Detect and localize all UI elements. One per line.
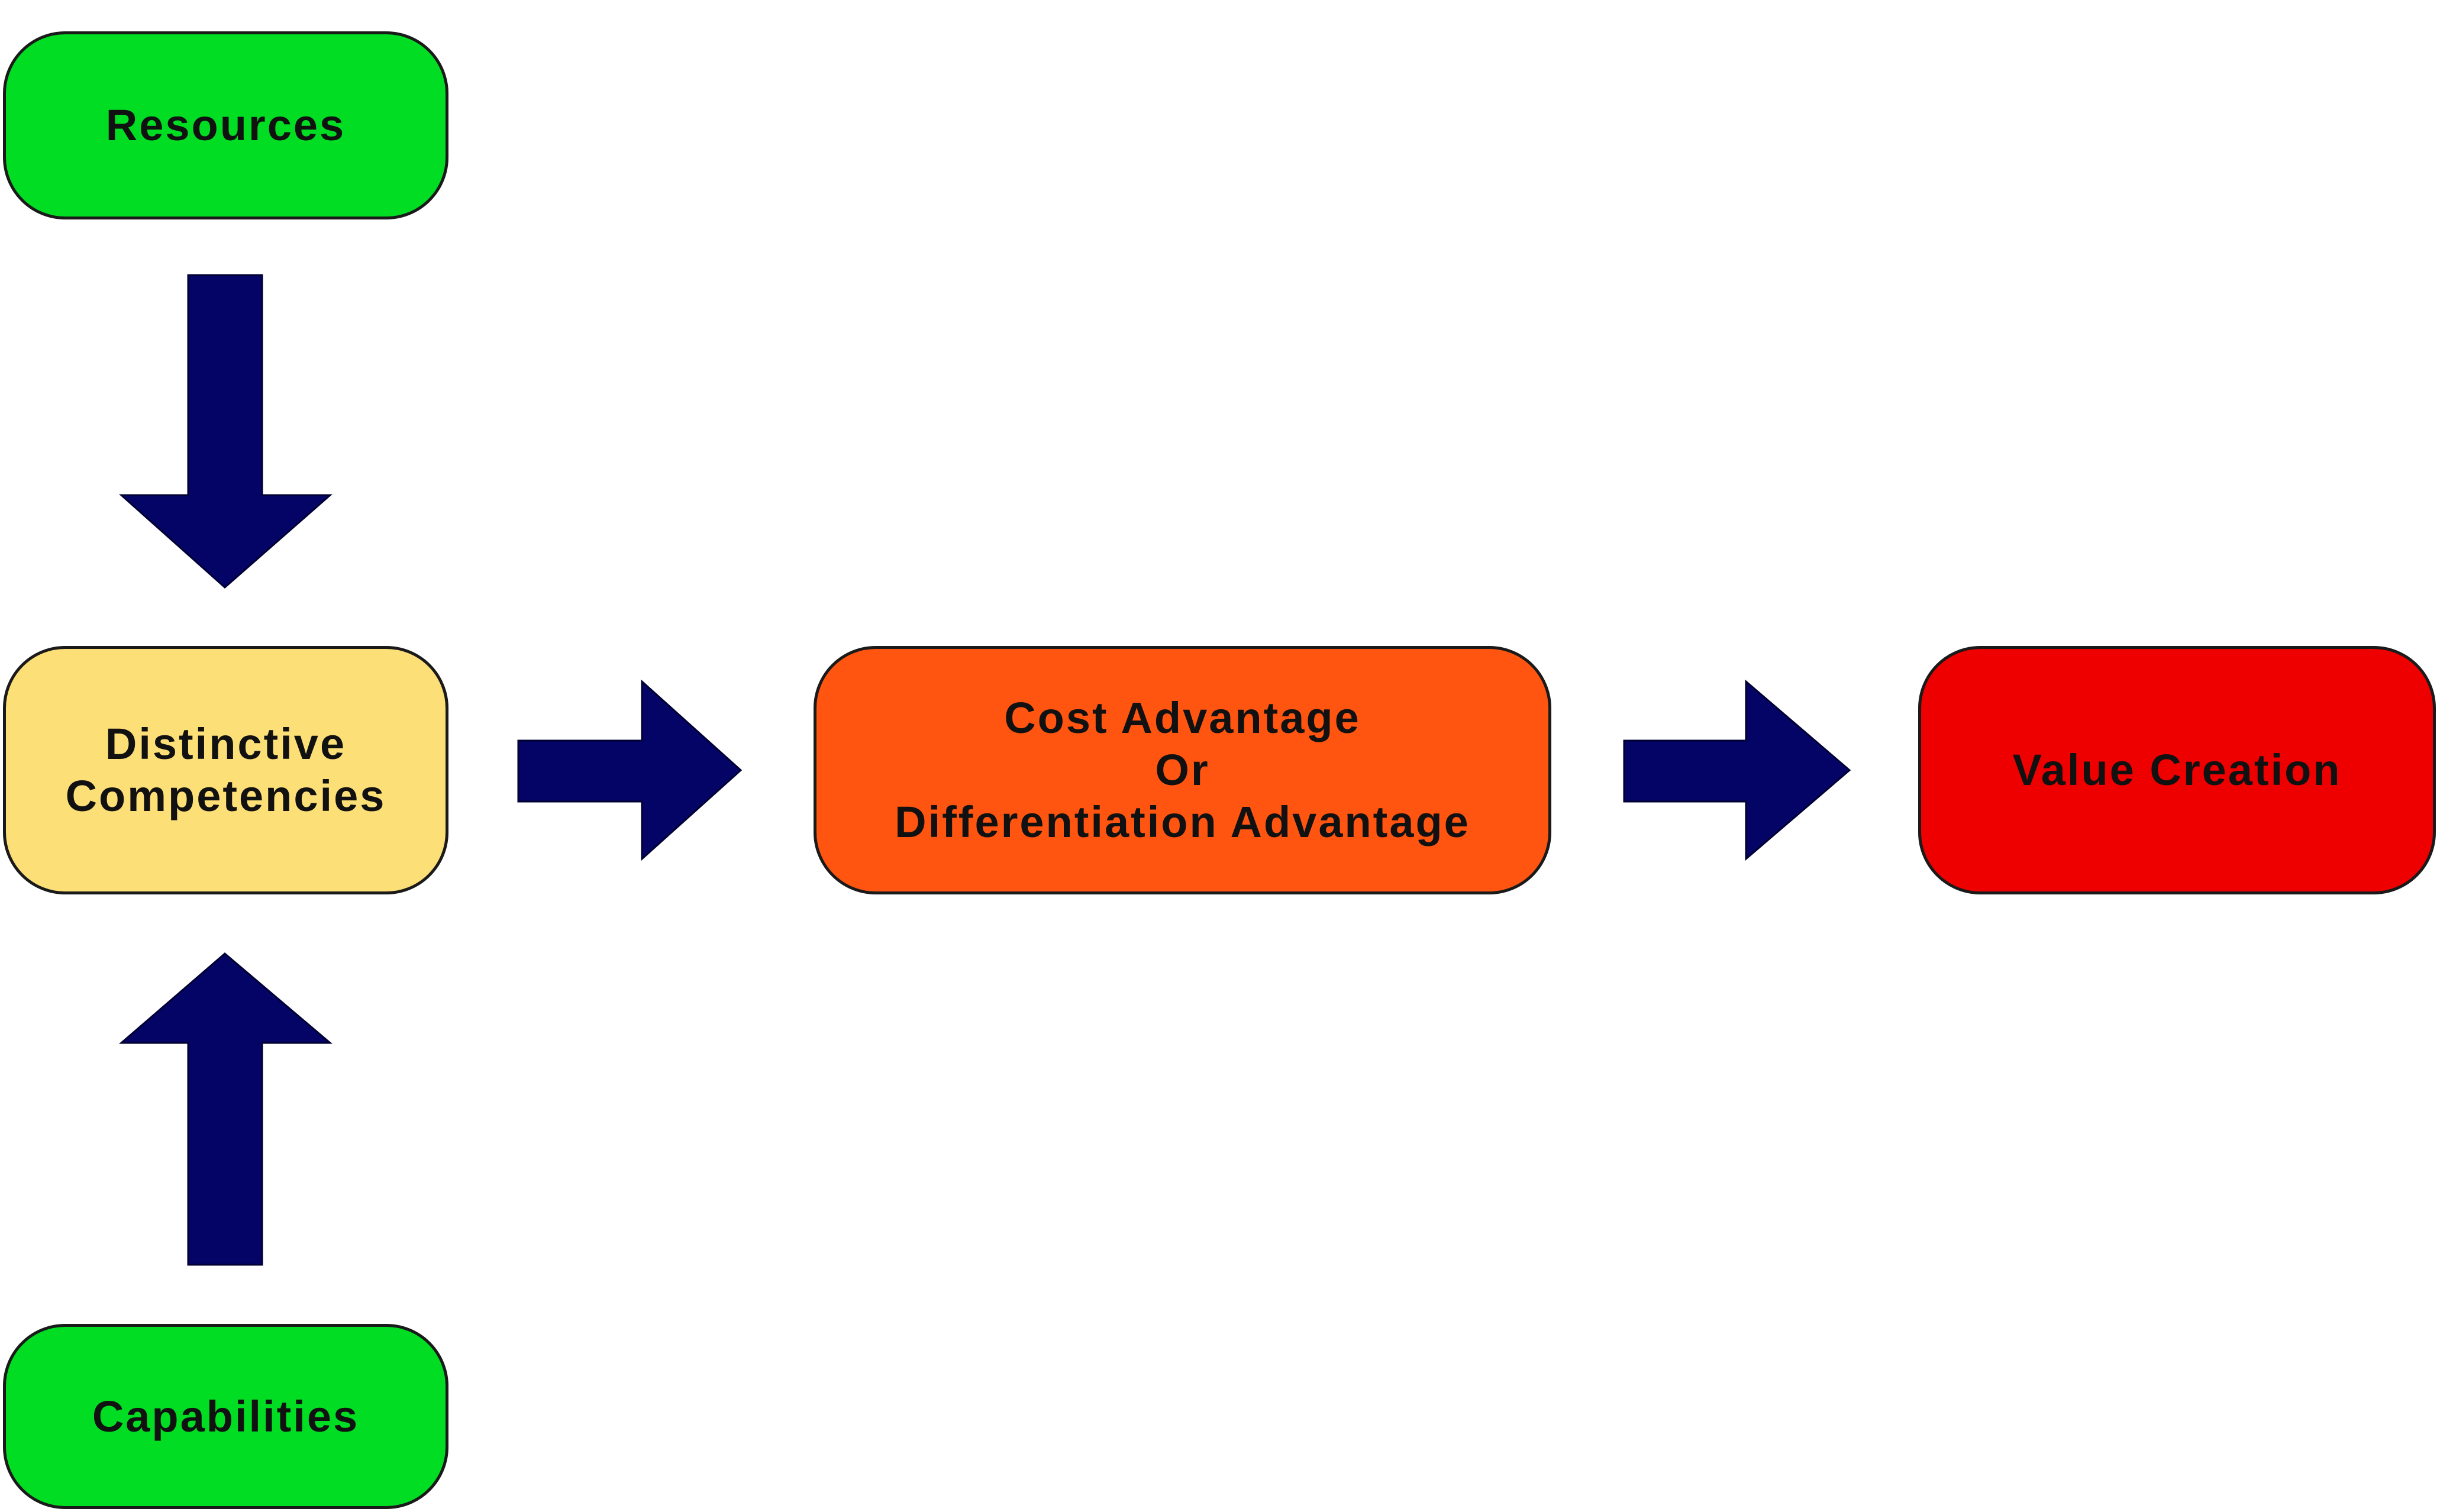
distinctive-competencies-line: Distinctive [105,719,347,768]
advantage-line: Or [1155,745,1210,794]
advantage-box: Cost Advantage Or Differentiation Advant… [814,646,1551,894]
value-creation-label: Value Creation [2012,745,2342,794]
distinctive-competencies-box: Distinctive Competencies [3,646,448,894]
resources-box: Resources [3,31,448,219]
advantage-line: Differentiation Advantage [895,797,1470,847]
value-creation-box: Value Creation [1918,646,2436,894]
distinctive-competencies-label: Distinctive Competencies [66,718,386,822]
arrow-right-competencies-to-advantage [517,679,743,861]
advantage-line: Cost Advantage [1004,693,1361,742]
distinctive-competencies-line: Competencies [65,771,386,820]
resources-label: Resources [105,101,346,150]
advantage-label: Cost Advantage Or Differentiation Advant… [895,692,1470,848]
capabilities-box: Capabilities [3,1324,448,1509]
arrow-right-advantage-to-value [1623,679,1851,861]
arrow-down-resources-to-competencies [119,274,333,589]
arrow-up-capabilities-to-competencies [118,952,333,1266]
capabilities-label: Capabilities [92,1391,360,1441]
